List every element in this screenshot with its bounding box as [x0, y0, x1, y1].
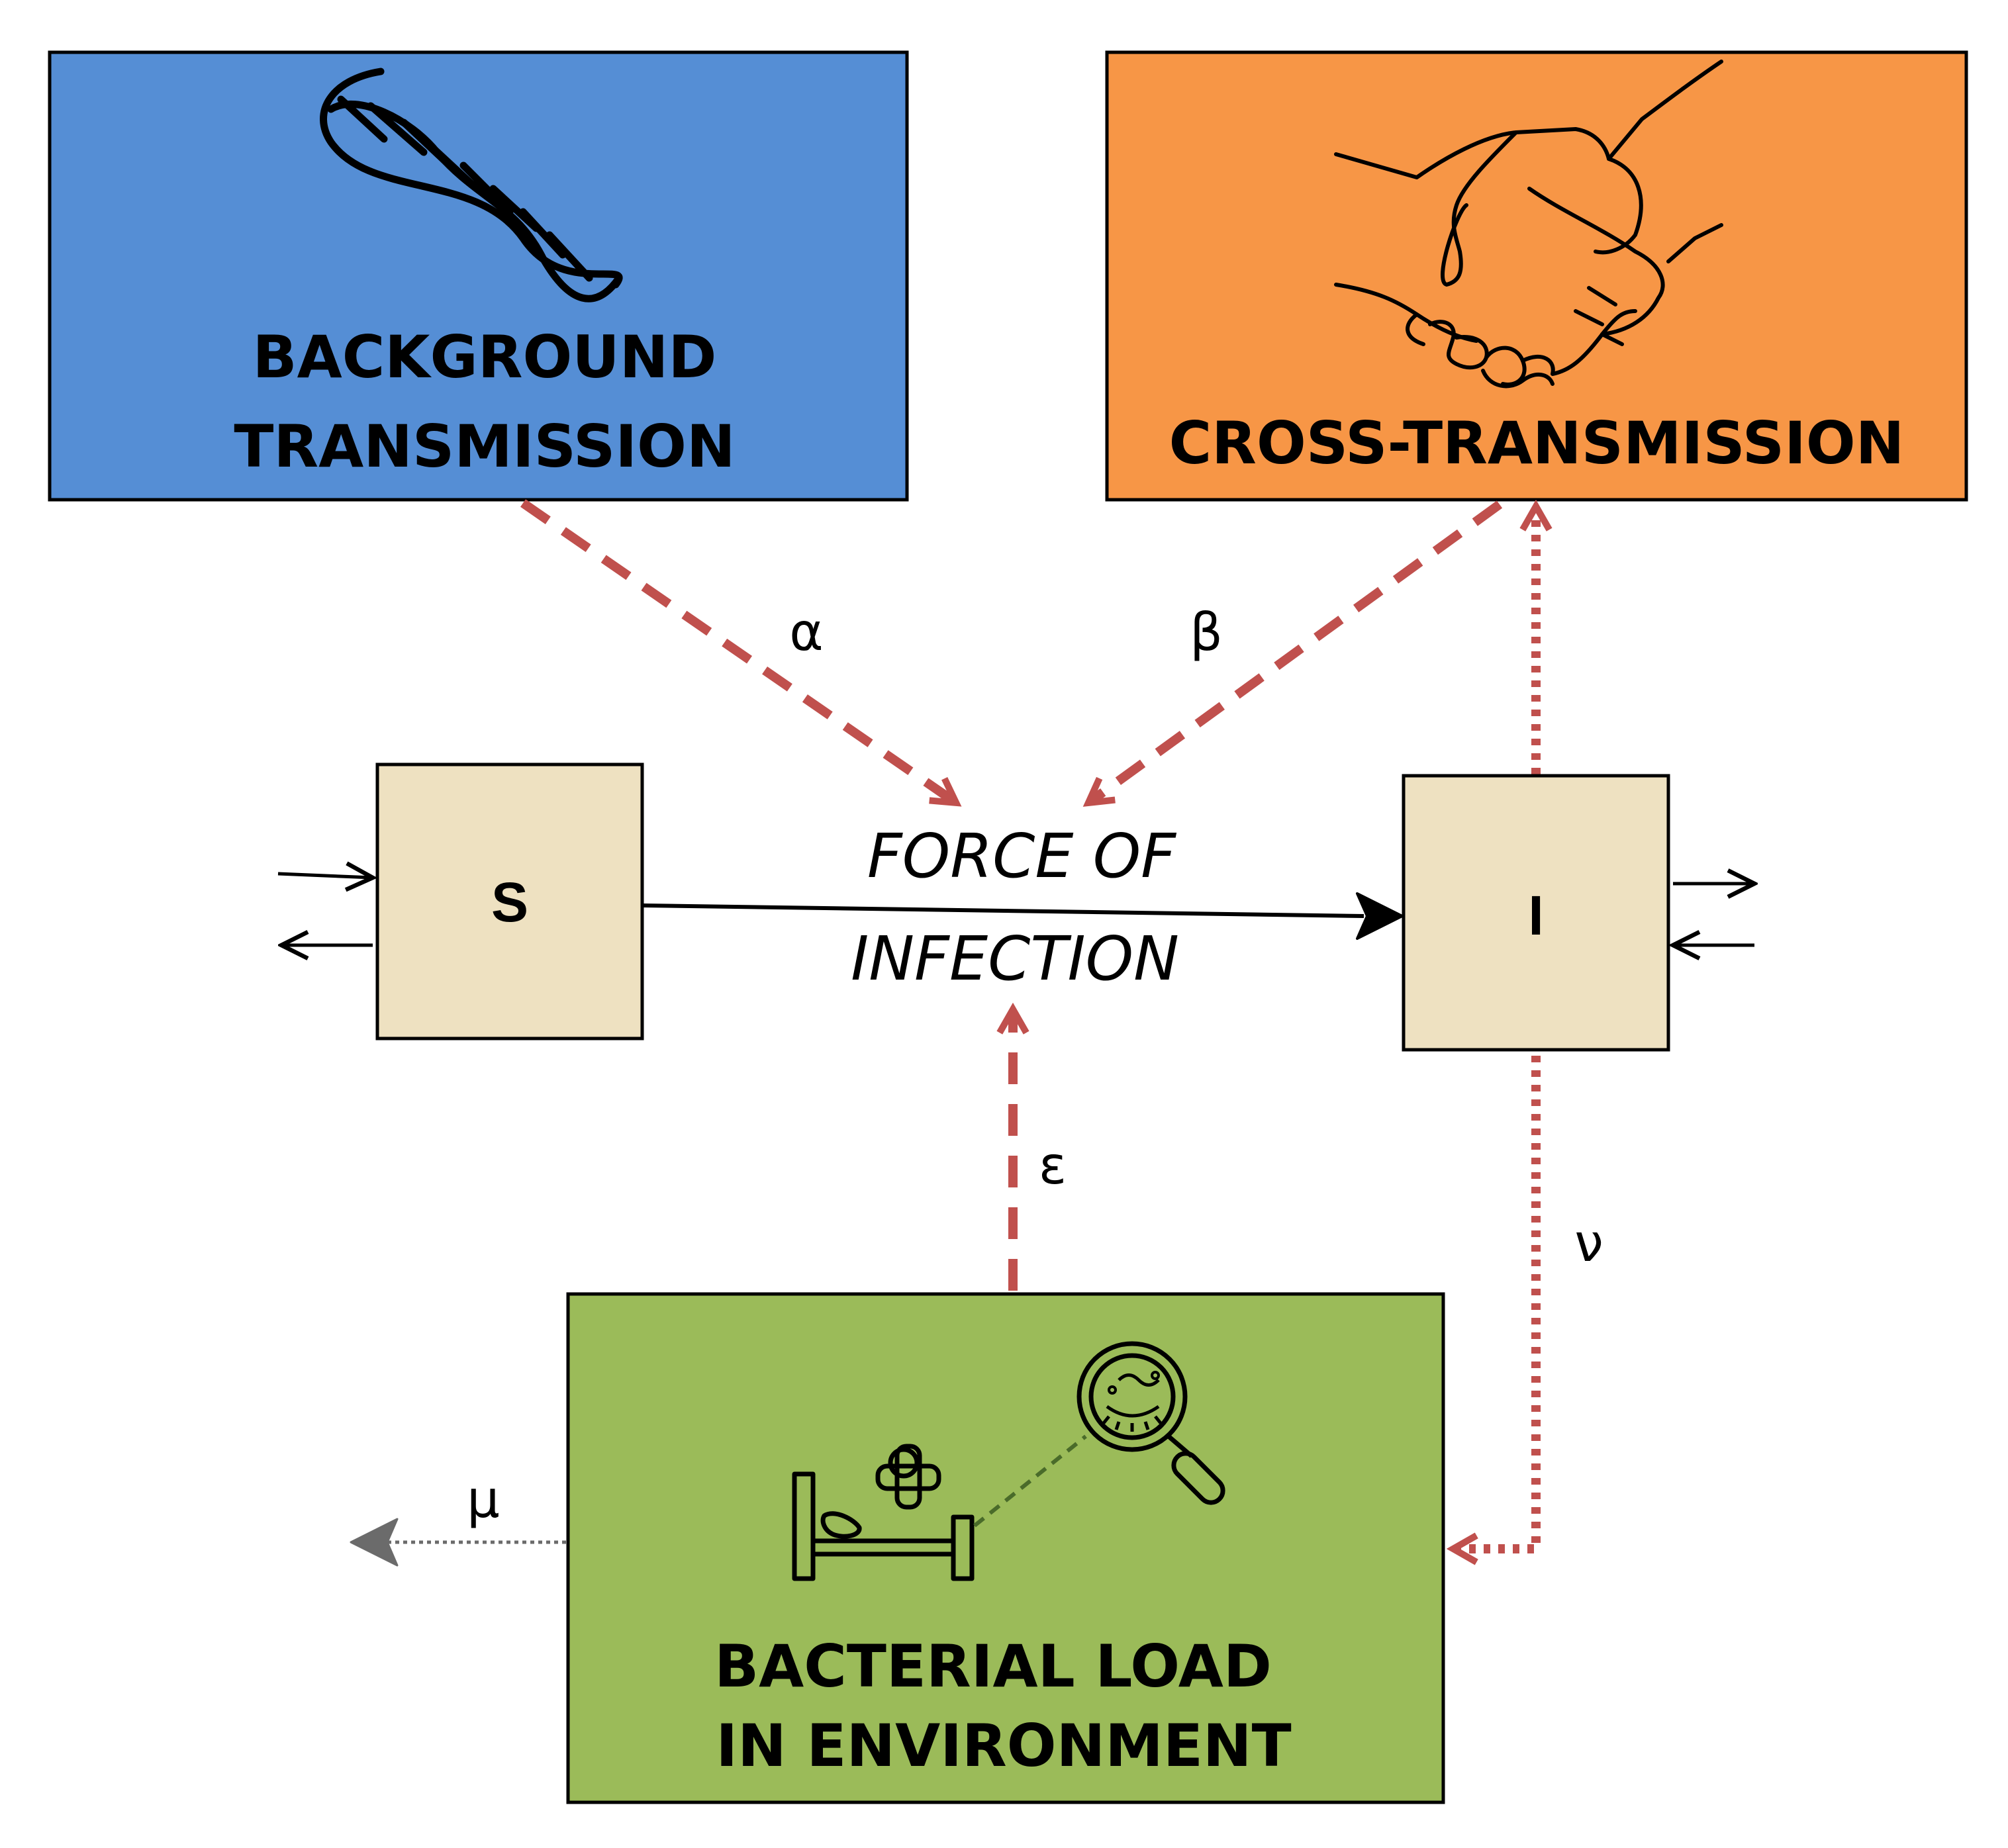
- mu-arrow: [350, 1518, 566, 1567]
- infected-compartment: I: [1402, 774, 1670, 1052]
- beta-arrow: [1082, 500, 1503, 807]
- hospital-bed-icon: [792, 1444, 975, 1581]
- nu-arrow: [1446, 1056, 1541, 1565]
- susceptible-label: S: [491, 871, 528, 933]
- cross-transmission-label: CROSS-TRANSMISSION: [1169, 409, 1905, 477]
- background-transmission-line1: BACKGROUND: [253, 323, 717, 391]
- epsilon-label: ε: [1039, 1136, 1067, 1196]
- force-of-infection-line2: INFECTION: [851, 923, 1179, 994]
- susceptible-inflow-arrow: [277, 874, 373, 878]
- environment-line1: BACTERIAL LOAD: [714, 1632, 1272, 1700]
- handshake-icon: [1334, 60, 1723, 389]
- environment-box: BACTERIAL LOAD IN ENVIRONMENT: [566, 1292, 1445, 1804]
- force-of-infection-line1: FORCE OF: [867, 821, 1176, 892]
- alpha-arrow: [520, 499, 962, 807]
- infection-flow-arrow: [643, 892, 1404, 940]
- nu-label: ν: [1574, 1214, 1603, 1273]
- cross-transmission-box: CROSS-TRANSMISSION: [1105, 50, 1968, 502]
- background-transmission-box: BACKGROUND TRANSMISSION: [48, 50, 909, 502]
- susceptible-compartment: S: [375, 762, 644, 1040]
- bacteria-magnifier-icon: [1076, 1341, 1225, 1505]
- beta-label: β: [1190, 603, 1223, 663]
- alpha-label: α: [789, 603, 823, 663]
- environment-line2: IN ENVIRONMENT: [716, 1712, 1291, 1780]
- dna-icon: [320, 68, 623, 302]
- icon-connector-line: [973, 1434, 1087, 1528]
- background-transmission-line2: TRANSMISSION: [234, 412, 735, 481]
- infected-label: I: [1528, 884, 1543, 947]
- mu-label: μ: [467, 1470, 500, 1530]
